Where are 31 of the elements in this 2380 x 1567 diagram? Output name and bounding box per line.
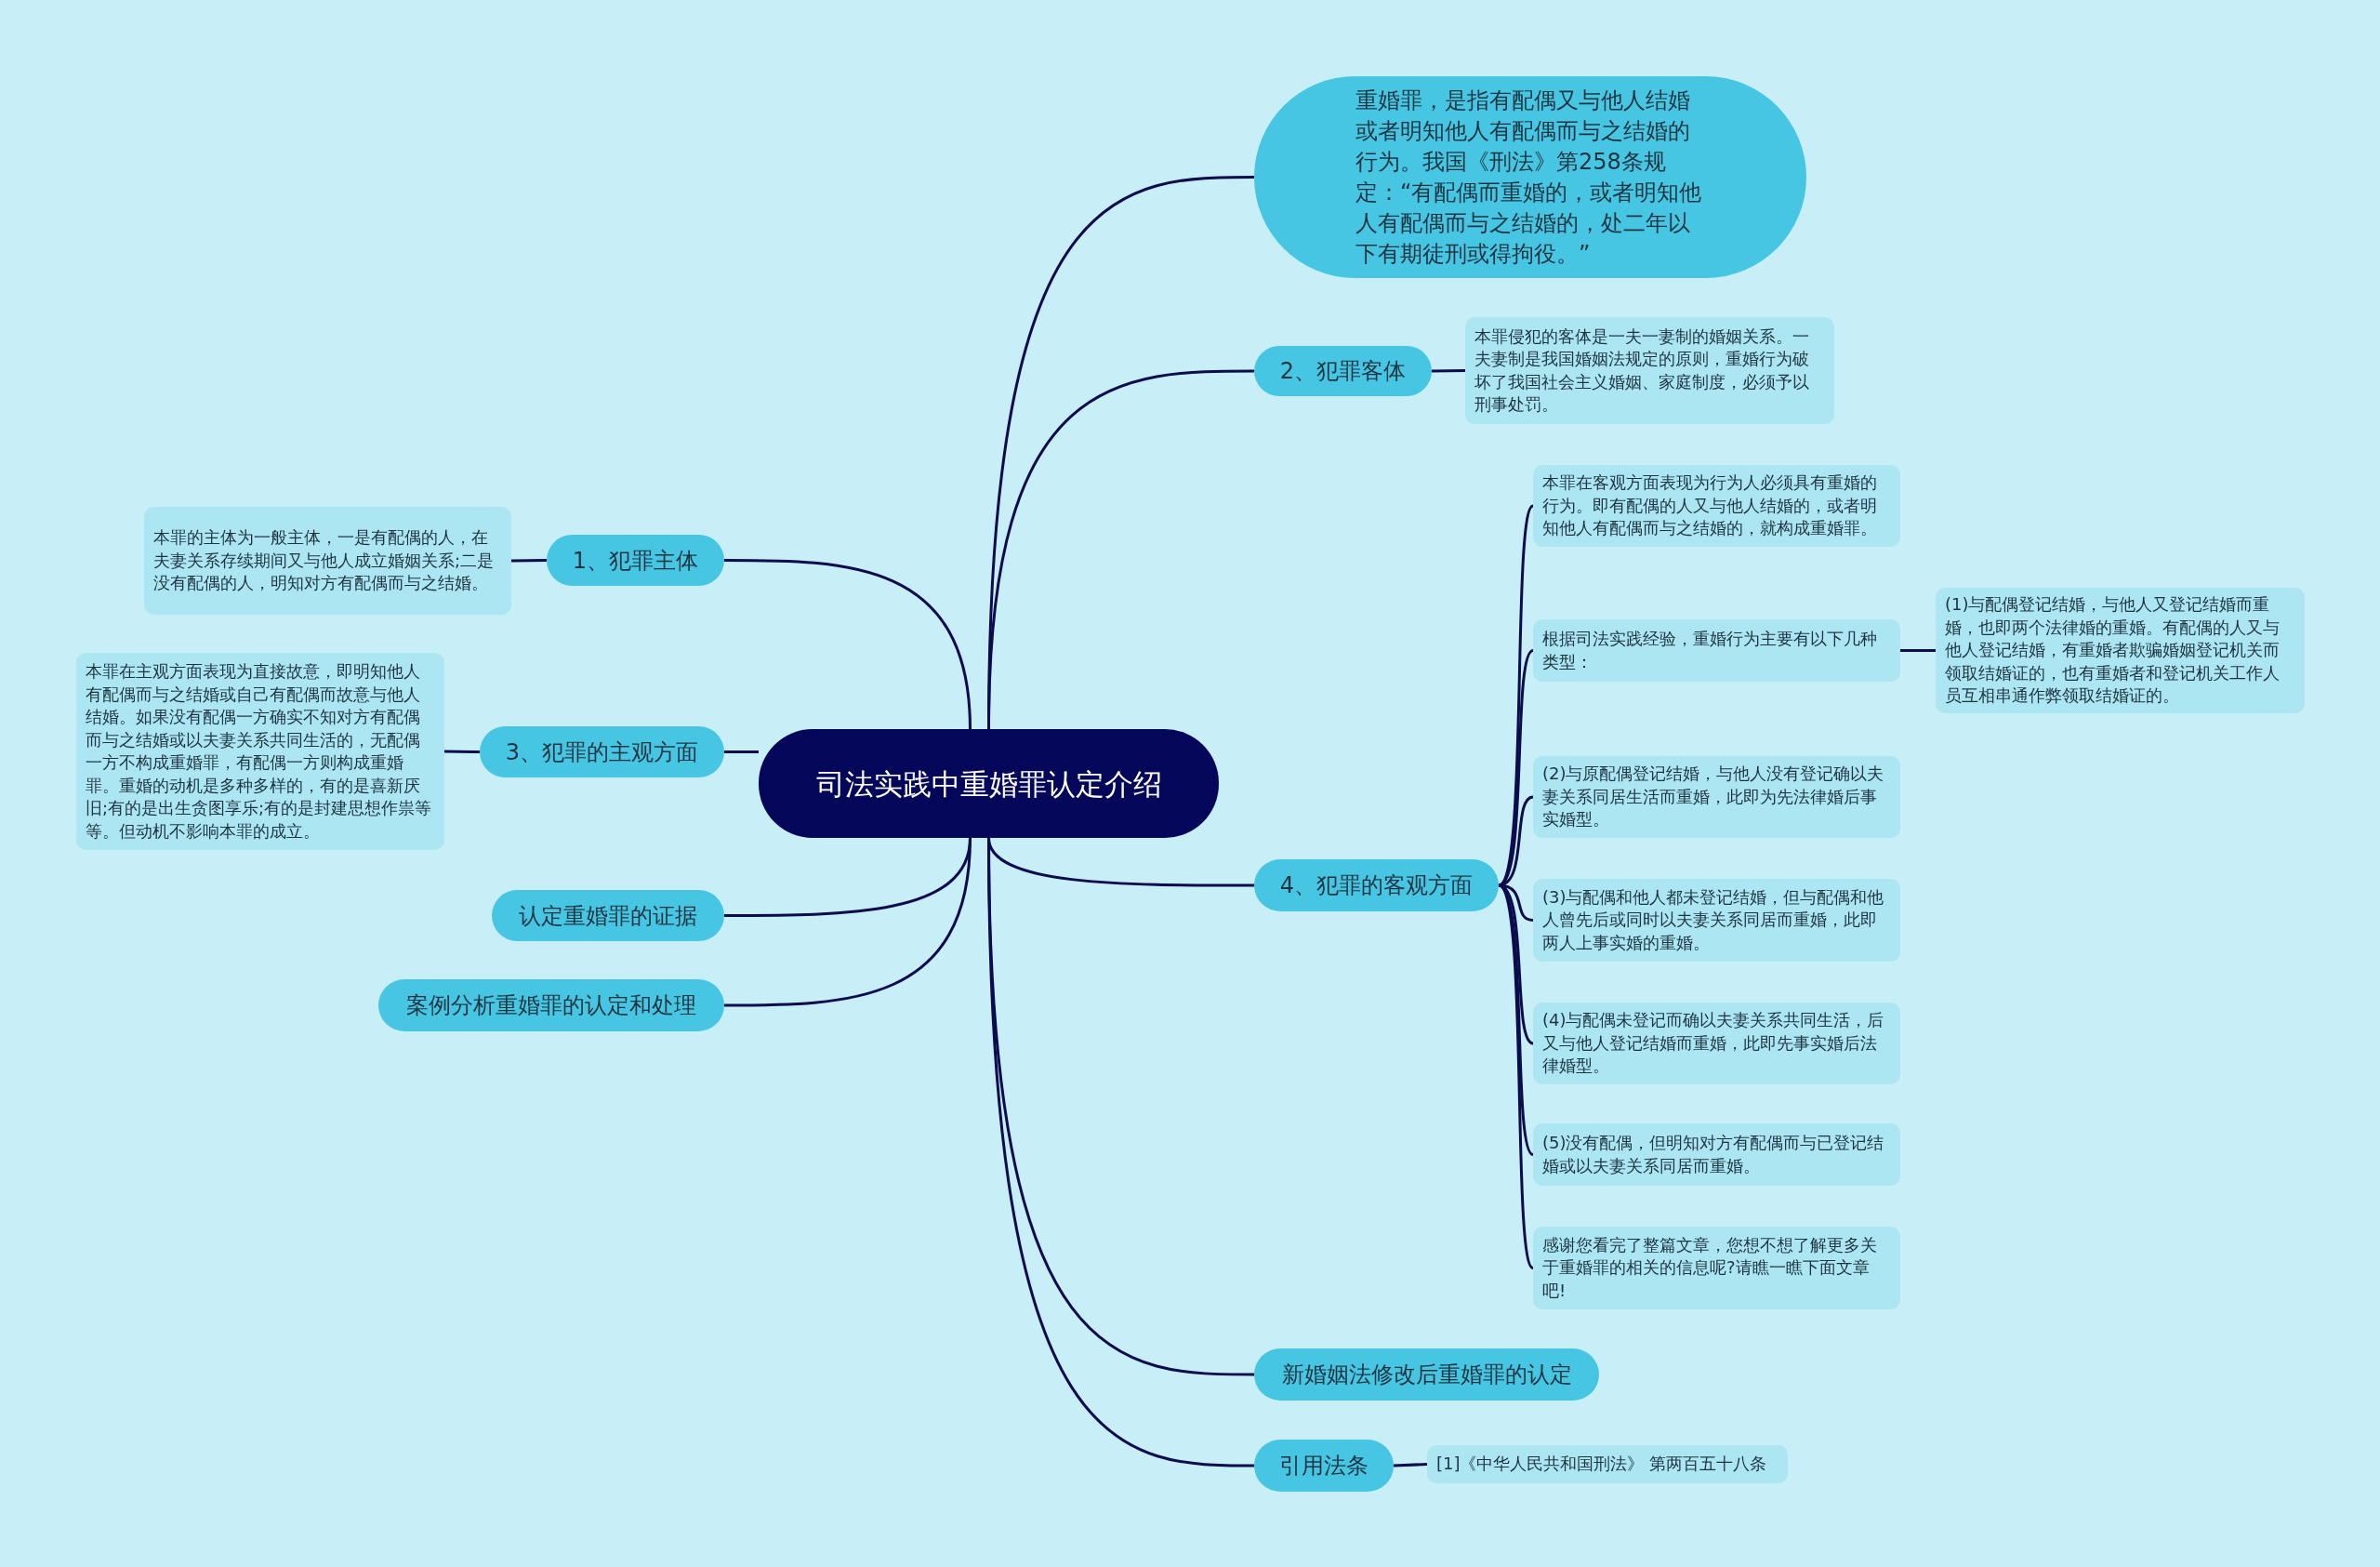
branch-topic: 认定重婚罪的证据 <box>492 890 724 941</box>
note-box: (1)与配偶登记结婚，与他人又登记结婚而重婚，也即两个法律婚的重婚。有配偶的人又与他人登记结婚，有重婚者欺骗婚姻登记机关而领取结婚证的，也有重婚者和登记机关工作人员互相串通作弊领取结婚证的。 <box>1936 588 2305 713</box>
central-topic: 司法实践中重婚罪认定介绍 <box>759 729 1219 838</box>
note-box: (4)与配偶未登记而确以夫妻关系共同生活，后又与他人登记结婚而重婚，此即先事实婚后法律婚型。 <box>1533 1003 1900 1084</box>
connector-line <box>724 559 972 730</box>
branch-topic: 案例分析重婚罪的认定和处理 <box>378 979 724 1031</box>
connector-line <box>510 559 548 563</box>
branch-topic: 4、犯罪的客观方面 <box>1254 859 1499 911</box>
note-box: 感谢您看完了整篇文章，您想不想了解更多关于重婚罪的相关的信息呢?请瞧一瞧下面文章吧! <box>1533 1227 1900 1309</box>
connector-line <box>724 837 972 1007</box>
branch-topic: 引用法条 <box>1254 1440 1394 1492</box>
topic-bubble: 重婚罪，是指有配偶又与他人结婚或者明知他人有配偶而与之结婚的行为。我国《刑法》第258条规定：“有配偶而重婚的，或者明知他人有配偶而与之结婚的，处二年以下有期徒刑或得拘役。” <box>1254 76 1806 278</box>
connector-line <box>1900 649 1936 652</box>
note-box: [1]《中华人民共和国刑法》 第两百五十八条 <box>1427 1445 1788 1483</box>
branch-topic: 1、犯罪主体 <box>547 535 724 586</box>
note-box: 本罪侵犯的客体是一夫一妻制的婚姻关系。一夫妻制是我国婚姻法规定的原则，重婚行为破坏了我国社会主义婚姻、家庭制度，必须予以刑事处罚。 <box>1465 317 1834 424</box>
connector-line <box>1393 1463 1428 1467</box>
note-box: 根据司法实践经验，重婚行为主要有以下几种类型： <box>1533 619 1900 682</box>
note-box: 本罪在客观方面表现为行为人必须具有重婚的行为。即有配偶的人又与他人结婚的，或者明知他人有配偶而与之结婚的，就构成重婚罪。 <box>1533 465 1900 547</box>
note-box: 本罪的主体为一般主体，一是有配偶的人，在夫妻关系存续期间又与他人成立婚姻关系;二是没有配偶的人，明知对方有配偶而与之结婚。 <box>144 507 511 615</box>
connector-line <box>1497 884 1535 1269</box>
note-box: 本罪在主观方面表现为直接故意，即明知他人有配偶而与之结婚或自己有配偶而故意与他人结婚。如果没有配偶一方确实不知对方有配偶而与之结婚或以夫妻关系共同生活的，无配偶一方不构成重婚罪，有配偶一方则构成重婚罪。重婚的动机是多种多样的，有的是喜新厌旧;有的是出生贪图享乐;有的是封建思想作祟等等。但动机不影响本罪的成立。 <box>76 653 444 850</box>
note-box: (3)与配偶和他人都未登记结婚，但与配偶和他人曾先后或同时以夫妻关系同居而重婚，此即两人上事实婚的重婚。 <box>1533 879 1900 962</box>
connector-line <box>1431 369 1466 373</box>
branch-topic: 2、犯罪客体 <box>1254 346 1432 396</box>
branch-topic: 3、犯罪的主观方面 <box>480 726 724 777</box>
connector-line <box>724 750 759 753</box>
branch-topic: 新婚姻法修改后重婚罪的认定 <box>1254 1348 1599 1401</box>
note-box: (2)与原配偶登记结婚，与他人没有登记确以夫妻关系同居生活而重婚，此即为先法律婚后事实婚型。 <box>1533 756 1900 838</box>
connector-line <box>443 750 481 753</box>
note-box: (5)没有配偶，但明知对方有配偶而与已登记结婚或以夫妻关系同居而重婚。 <box>1533 1123 1900 1186</box>
